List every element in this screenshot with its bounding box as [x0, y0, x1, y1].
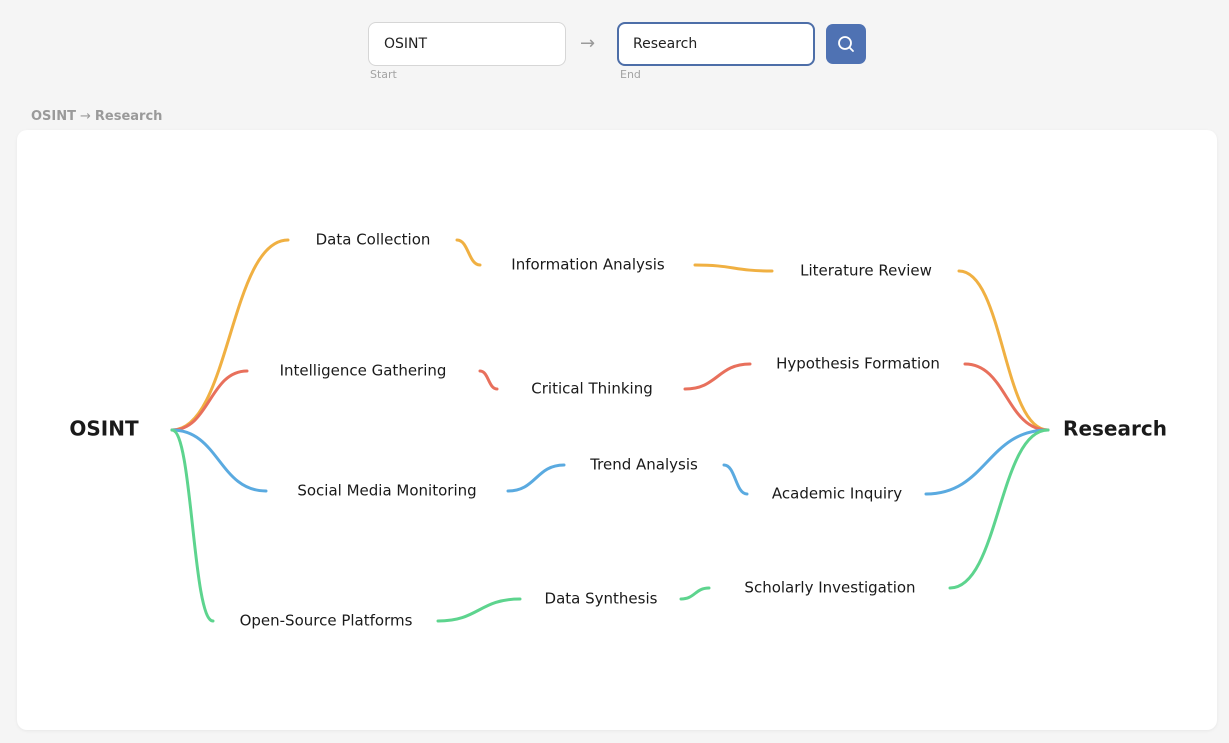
graph-node-3-0[interactable]: Open-Source Platforms [240, 612, 413, 630]
graph-node-3-2[interactable]: Scholarly Investigation [744, 579, 915, 597]
graph-node-1-1[interactable]: Critical Thinking [531, 380, 652, 398]
graph-node-2-0[interactable]: Social Media Monitoring [297, 482, 476, 500]
breadcrumb: OSINT →Research [31, 109, 162, 124]
arrow-separator-icon: → [580, 33, 596, 54]
breadcrumb-start: OSINT [31, 109, 76, 124]
graph-node-1-2[interactable]: Hypothesis Formation [776, 355, 940, 373]
link-3-0 [436, 597, 522, 623]
link-end-2 [924, 428, 1050, 496]
link-1-1 [683, 362, 752, 391]
link-start-2 [170, 428, 268, 493]
link-start-1 [170, 369, 249, 432]
link-3-1 [679, 586, 711, 601]
graph-node-2-2[interactable]: Academic Inquiry [772, 485, 902, 503]
graph-node-0-2[interactable]: Literature Review [800, 262, 932, 280]
path-graph: OSINT Research Data CollectionInformation … [69, 231, 1167, 630]
graph-node-3-1[interactable]: Data Synthesis [545, 590, 658, 608]
link-start-3 [170, 428, 215, 623]
graph-node-1-0[interactable]: Intelligence Gathering [280, 362, 447, 380]
search-icon [838, 36, 854, 52]
breadcrumb-arrow-icon: → [80, 109, 91, 124]
start-node[interactable]: OSINT [69, 417, 139, 441]
end-node[interactable]: Research [1063, 417, 1167, 441]
link-end-1 [963, 362, 1050, 432]
link-1-0 [478, 369, 499, 391]
link-end-3 [948, 428, 1050, 590]
graph-node-2-1[interactable]: Trend Analysis [589, 456, 698, 474]
search-button[interactable] [826, 24, 866, 64]
graph-node-0-1[interactable]: Information Analysis [511, 256, 665, 274]
end-caption: End [620, 68, 641, 81]
link-2-1 [722, 463, 749, 496]
end-input[interactable] [617, 22, 815, 66]
link-start-0 [170, 238, 290, 432]
start-input[interactable] [368, 22, 566, 66]
breadcrumb-end: Research [94, 109, 163, 124]
graph-node-0-0[interactable]: Data Collection [316, 231, 431, 249]
link-0-1 [693, 263, 774, 273]
link-2-0 [506, 463, 566, 493]
link-end-0 [957, 269, 1050, 432]
start-caption: Start [370, 68, 397, 81]
link-0-0 [455, 238, 482, 267]
